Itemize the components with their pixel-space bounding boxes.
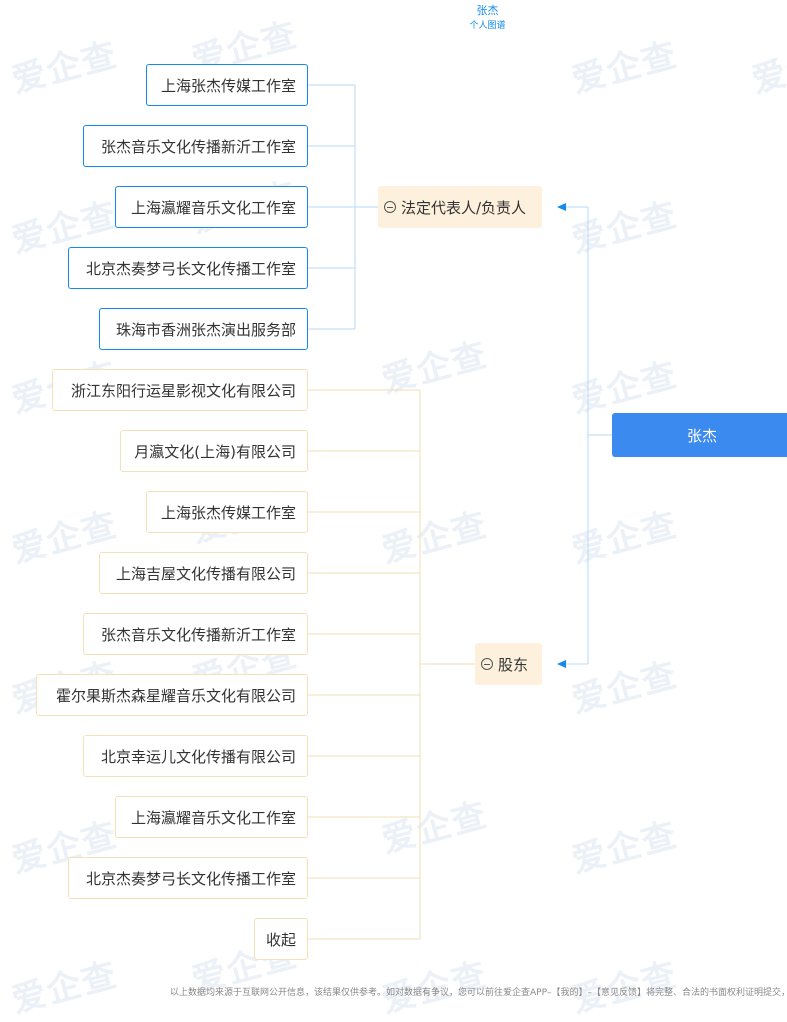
- company-node[interactable]: 珠海市香洲张杰演出服务部: [99, 308, 308, 350]
- company-node[interactable]: 上海瀛耀音乐文化工作室: [115, 796, 308, 838]
- company-name: 上海吉屋文化传播有限公司: [115, 564, 296, 583]
- header-subtitle[interactable]: 个人图谱: [469, 21, 506, 31]
- company-name: 张杰音乐文化传播新沂工作室: [100, 625, 296, 644]
- company-node[interactable]: 霍尔果斯杰森星耀音乐文化有限公司: [36, 674, 308, 716]
- company-node[interactable]: 北京杰奏梦弓长文化传播工作室: [68, 247, 308, 289]
- category-shareholder[interactable]: 股东: [475, 643, 542, 685]
- category-representative[interactable]: 法定代表人/负责人: [378, 186, 542, 228]
- company-name: 张杰音乐文化传播新沂工作室: [100, 137, 296, 156]
- equity-graph-canvas: 爱企查爱企查爱企查爱企查爱企查爱企查爱企查爱企查爱企查爱企查爱企查爱企查爱企查爱…: [8, 4, 787, 1021]
- footer-disclaimer: 以上数据均来源于互联网公开信息，该结果仅供参考。如对数据有争议，您可以前往爱企查…: [170, 988, 787, 998]
- company-name: 月瀛文化(上海)有限公司: [134, 442, 296, 461]
- company-name: 上海瀛耀音乐文化工作室: [130, 198, 296, 217]
- collapse-label: 收起: [265, 930, 296, 949]
- company-name: 北京杰奏梦弓长文化传播工作室: [85, 869, 296, 888]
- company-node[interactable]: 张杰音乐文化传播新沂工作室: [83, 613, 308, 655]
- company-node[interactable]: 北京杰奏梦弓长文化传播工作室: [68, 857, 308, 899]
- company-node[interactable]: 上海张杰传媒工作室: [146, 491, 308, 533]
- graph-connectors: [308, 84, 612, 940]
- category-label: 法定代表人/负责人: [401, 198, 527, 217]
- arrow-left-icon: [557, 660, 566, 668]
- category-label: 股东: [498, 655, 529, 674]
- header-title: 张杰: [476, 4, 499, 17]
- company-name: 浙江东阳行运星影视文化有限公司: [70, 381, 296, 400]
- company-name: 北京幸运儿文化传播有限公司: [100, 747, 296, 766]
- collapse-toggle-icon[interactable]: [481, 658, 493, 670]
- company-name: 珠海市香洲张杰演出服务部: [115, 320, 296, 339]
- company-node[interactable]: 浙江东阳行运星影视文化有限公司: [52, 369, 308, 411]
- collapse-toggle-icon[interactable]: [384, 201, 396, 213]
- company-node[interactable]: 上海张杰传媒工作室: [146, 64, 308, 106]
- company-node[interactable]: 上海瀛耀音乐文化工作室: [115, 186, 308, 228]
- company-name: 霍尔果斯杰森星耀音乐文化有限公司: [55, 686, 296, 705]
- person-node[interactable]: 张杰: [612, 413, 787, 457]
- company-node[interactable]: 张杰音乐文化传播新沂工作室: [83, 125, 308, 167]
- collapse-button[interactable]: 收起: [254, 918, 308, 960]
- person-name: 张杰: [686, 426, 717, 445]
- company-name: 北京杰奏梦弓长文化传播工作室: [85, 259, 296, 278]
- arrow-left-icon: [557, 203, 566, 211]
- company-node[interactable]: 上海吉屋文化传播有限公司: [99, 552, 308, 594]
- company-name: 上海张杰传媒工作室: [160, 76, 296, 95]
- company-node[interactable]: 月瀛文化(上海)有限公司: [120, 430, 308, 472]
- company-name: 上海瀛耀音乐文化工作室: [130, 808, 296, 827]
- company-name: 上海张杰传媒工作室: [160, 503, 296, 522]
- company-node[interactable]: 北京幸运儿文化传播有限公司: [83, 735, 308, 777]
